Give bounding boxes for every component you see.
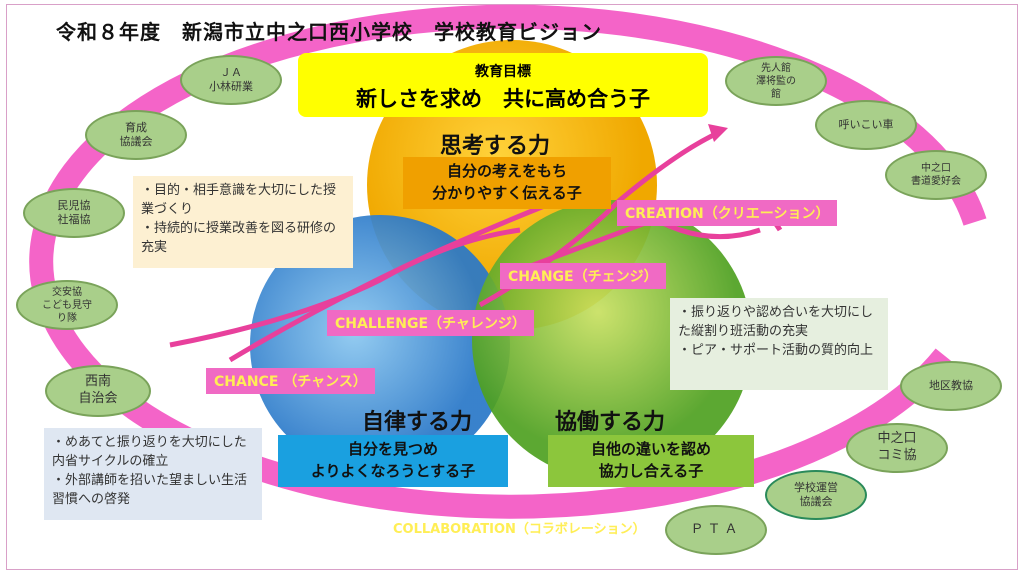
arrow-head-icon (708, 124, 728, 142)
partner-ja: ＪＡ 小林研業 (180, 55, 282, 105)
note-autonomy: ・めあてと振り返りを大切にした内省サイクルの確立 ・外部講師を招いた望ましい生活… (44, 428, 262, 520)
goal-label: 教育目標 (475, 64, 531, 80)
cooperation-heading: 協働する力 (555, 410, 666, 435)
autonomy-heading: 自律する力 (362, 410, 473, 435)
tag-challenge: CHALLENGE（チャレンジ） (327, 310, 534, 336)
autonomy-circle (250, 215, 510, 475)
partner-senjinkan: 先人館 澤将監の 館 (725, 56, 827, 106)
goal-text: 新しさを求め 共に高め合う子 (356, 87, 650, 111)
partner-chikukyo: 地区教協 (900, 361, 1002, 411)
partner-seinan: 西南 自治会 (45, 365, 151, 417)
partner-kouankyo: 交安協 こども見守 り隊 (16, 280, 118, 330)
partner-shodo: 中之口 書道愛好会 (885, 150, 987, 200)
frame (6, 4, 1018, 570)
tag-collaboration: COLLABORATION（コラボレーション） (393, 522, 646, 537)
note-thinking: ・目的・相手意識を大切にした授業づくり ・持続的に授業改善を図る研修の充実 (133, 176, 353, 268)
page-title: 令和８年度 新潟市立中之口西小学校 学校教育ビジョン (56, 20, 602, 44)
tag-creation: CREATION（クリエーション） (617, 200, 838, 226)
cooperation-desc: 自他の違いを認め 協力し合える子 (548, 435, 754, 487)
partner-ikoi: 呼いこい車 (815, 100, 917, 150)
partner-unei: 学校運営 協議会 (765, 470, 867, 520)
thinking-heading: 思考する力 (440, 134, 551, 159)
partner-minjikyo: 民児協 社福協 (23, 188, 125, 238)
thinking-desc: 自分の考えをもち 分かりやすく伝える子 (403, 157, 611, 209)
tag-chance: CHANCE （チャンス） (206, 368, 375, 394)
partner-komikyo: 中之口 コミ協 (846, 423, 948, 473)
note-cooperation: ・振り返りや認め合いを大切にした縦割り班活動の充実 ・ピア・サポート活動の質的向… (670, 298, 888, 390)
education-goal: 教育目標 新しさを求め 共に高め合う子 (298, 53, 708, 117)
autonomy-desc: 自分を見つめ よりよくなろうとする子 (278, 435, 508, 487)
partner-ikusei: 育成 協議会 (85, 110, 187, 160)
partner-pta: ＰＴＡ (665, 505, 767, 555)
tag-change: CHANGE（チェンジ） (500, 263, 666, 289)
